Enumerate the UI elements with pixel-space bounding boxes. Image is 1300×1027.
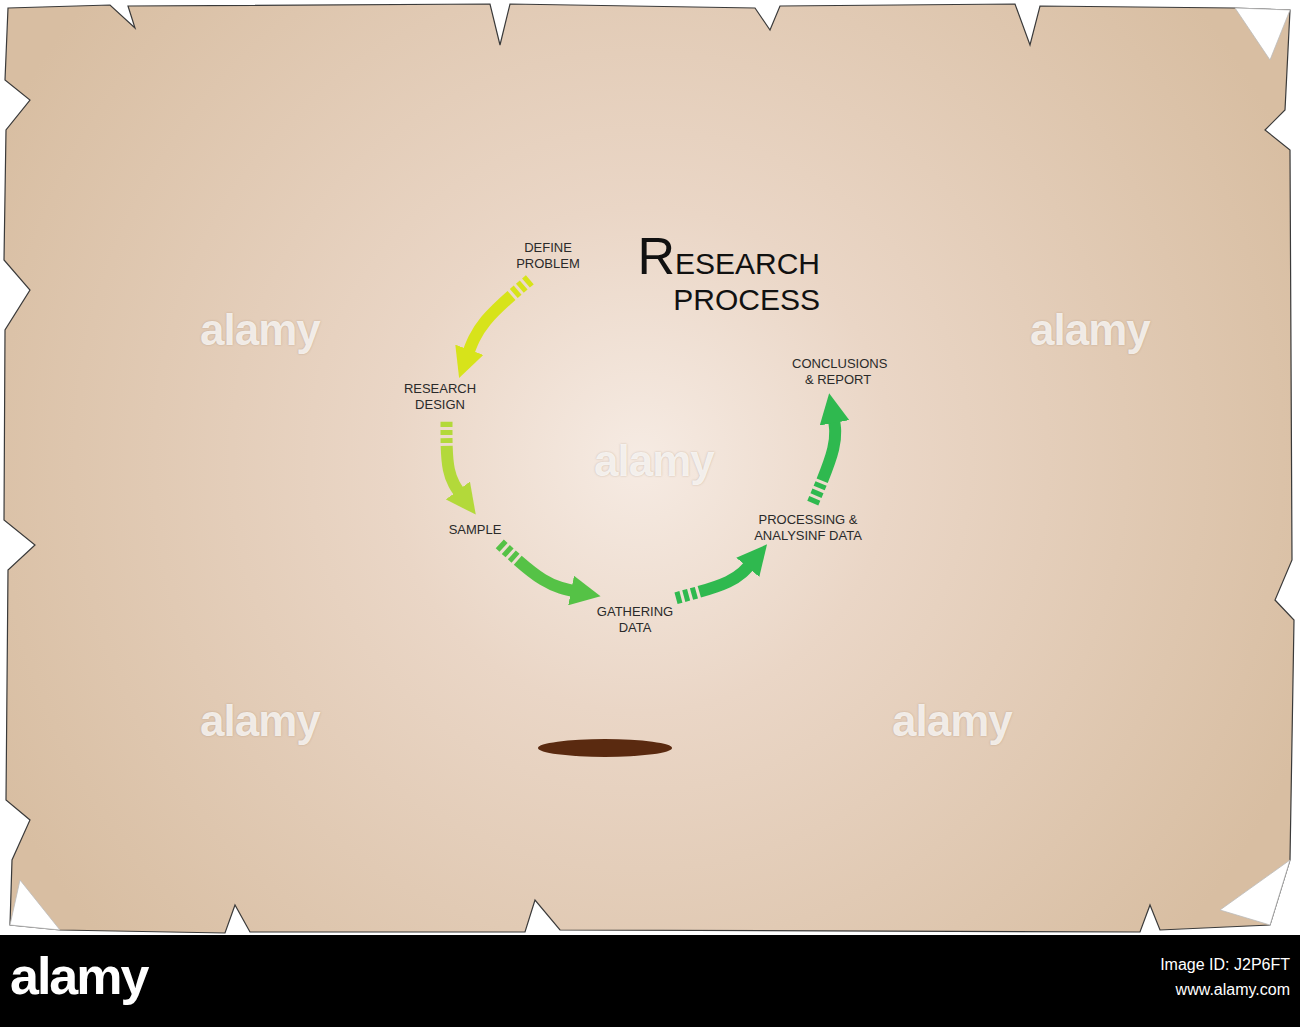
watermark: alamy xyxy=(892,696,1012,746)
step-text: GATHERING DATA xyxy=(595,604,675,636)
watermark: alamy xyxy=(200,696,320,746)
footer-bar xyxy=(0,935,1300,1027)
step-label: CONCLUSIONS & REPORT xyxy=(788,353,888,391)
torn-paper xyxy=(4,4,1294,933)
step-text: RESEARCH DESIGN xyxy=(402,381,478,413)
watermark: alamy xyxy=(594,436,714,486)
step-label: DEFINE PROBLEM xyxy=(511,237,585,275)
process-arrow xyxy=(467,280,529,356)
step-label: PROCESSING & ANALYSINF DATA xyxy=(748,509,868,547)
process-arrow xyxy=(500,544,577,592)
image-id: Image ID: J2P6FT xyxy=(1160,956,1290,974)
process-arrow xyxy=(813,417,835,503)
step-label: SAMPLE xyxy=(441,519,509,541)
paper-curl xyxy=(1220,860,1290,925)
step-label: RESEARCH DESIGN xyxy=(398,378,482,416)
paper-curl xyxy=(1235,8,1290,60)
diagram-title: RESEARCH PROCESS xyxy=(575,238,820,318)
paper-curl xyxy=(10,880,60,930)
process-arrow xyxy=(676,563,752,598)
step-text: PROCESSING & ANALYSINF DATA xyxy=(752,512,864,544)
footer-logo: alamy xyxy=(10,946,147,1006)
step-text: CONCLUSIONS & REPORT xyxy=(792,356,884,388)
step-label: GATHERING DATA xyxy=(591,601,679,639)
step-text: SAMPLE xyxy=(445,522,505,538)
website: www.alamy.com xyxy=(1176,981,1290,999)
watermark: alamy xyxy=(200,305,320,355)
shadow-ellipse xyxy=(538,739,672,757)
watermark: alamy xyxy=(1030,305,1150,355)
step-text: DEFINE PROBLEM xyxy=(515,240,581,272)
process-arrow xyxy=(446,422,461,496)
